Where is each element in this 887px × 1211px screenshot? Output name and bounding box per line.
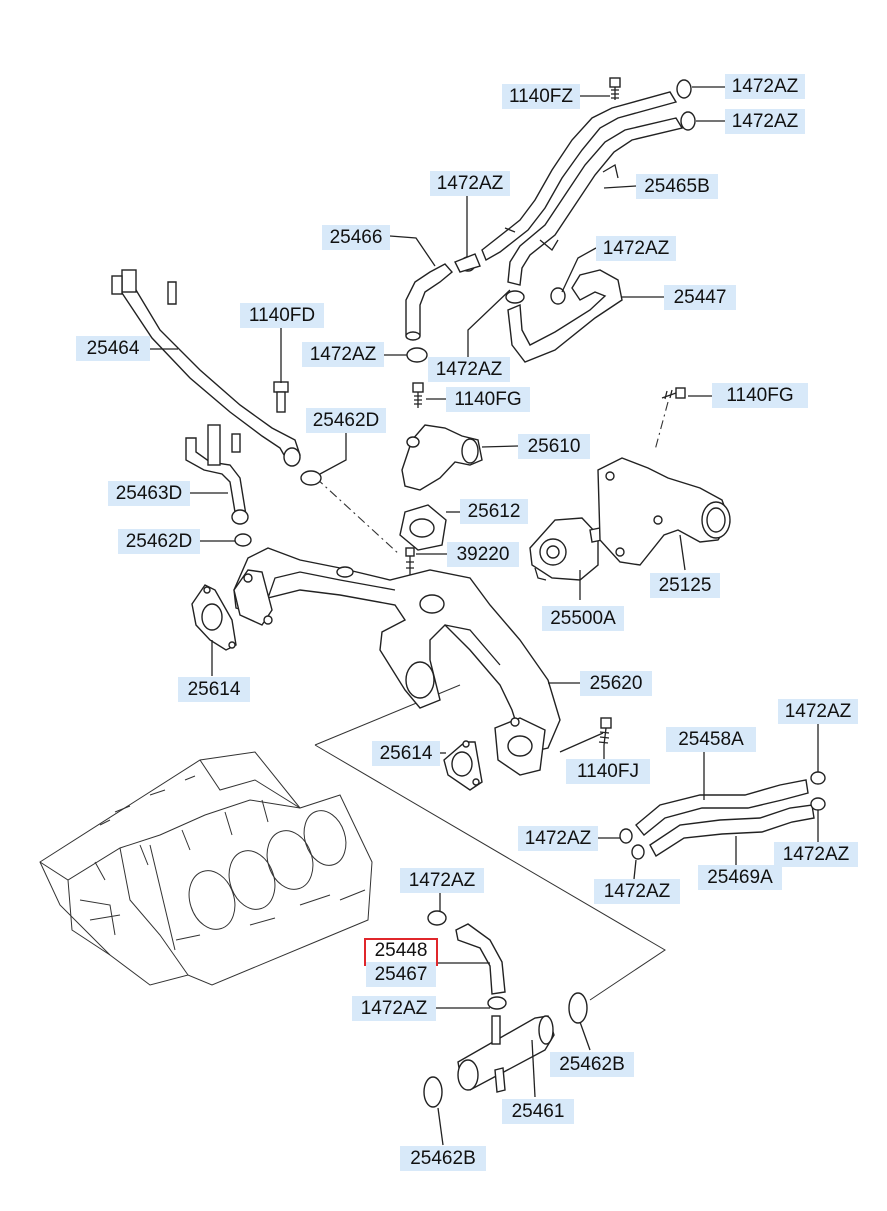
- label-39220[interactable]: 39220: [447, 542, 519, 567]
- leader-lines: [150, 86, 819, 1146]
- label-25469A[interactable]: 25469A: [698, 865, 782, 890]
- hose-25466: [405, 253, 481, 341]
- label-1140FD[interactable]: 1140FD: [240, 303, 324, 328]
- bolt-1140FJ: [598, 717, 612, 746]
- label-25614[interactable]: 25614: [178, 677, 250, 702]
- bolt-1140FG-b: [661, 387, 686, 400]
- label-1140FJ[interactable]: 1140FJ: [566, 759, 650, 784]
- stud-39220: [405, 547, 415, 576]
- housing-25610: [401, 424, 483, 491]
- label-1472AZ[interactable]: 1472AZ: [428, 357, 510, 382]
- hoses-25458A-25469A: [619, 771, 826, 860]
- hose-25447: [505, 269, 623, 363]
- pipe-25461: [457, 1015, 555, 1093]
- oring-25462B-b: [423, 1076, 443, 1108]
- clamp-mid: [406, 347, 428, 363]
- oring-25462B-a: [568, 992, 588, 1024]
- label-1472AZ[interactable]: 1472AZ: [774, 842, 858, 867]
- bolt-1140FZ: [609, 77, 621, 100]
- label-1472AZ[interactable]: 1472AZ: [725, 109, 805, 134]
- fitting-25125: [597, 457, 731, 566]
- engine-block: [39, 751, 373, 986]
- label-25465B[interactable]: 25465B: [636, 174, 718, 199]
- label-1472AZ[interactable]: 1472AZ: [302, 342, 384, 367]
- label-25447[interactable]: 25447: [664, 285, 736, 310]
- pipe-25465B: [481, 91, 684, 286]
- label-25500A[interactable]: 25500A: [542, 606, 624, 631]
- label-25458A[interactable]: 25458A: [666, 727, 756, 752]
- pipe-25464: [111, 269, 301, 467]
- manifold-25620: [233, 547, 561, 776]
- oring-25462D-b: [234, 533, 252, 547]
- bolt-1140FG-a: [412, 382, 424, 408]
- label-1472AZ[interactable]: 1472AZ: [725, 74, 805, 99]
- label-25462B[interactable]: 25462B: [400, 1146, 486, 1171]
- gasket-25612: [399, 504, 447, 551]
- label-25461[interactable]: 25461: [502, 1099, 574, 1124]
- label-25462B[interactable]: 25462B: [550, 1052, 634, 1077]
- label-25466[interactable]: 25466: [322, 225, 390, 250]
- label-25463D[interactable]: 25463D: [108, 481, 190, 506]
- bolt-1140FD: [273, 381, 289, 413]
- label-25614[interactable]: 25614: [372, 741, 440, 766]
- label-1140FZ[interactable]: 1140FZ: [502, 84, 580, 109]
- thermostat-25500A: [529, 517, 603, 581]
- label-25620[interactable]: 25620: [580, 671, 652, 696]
- label-1140FG[interactable]: 1140FG: [446, 387, 530, 412]
- label-1472AZ[interactable]: 1472AZ: [594, 879, 680, 904]
- gasket-25614-b: [443, 740, 483, 791]
- label-1472AZ[interactable]: 1472AZ: [596, 236, 676, 261]
- pipe-25463D: [185, 424, 249, 525]
- label-1472AZ[interactable]: 1472AZ: [352, 996, 436, 1021]
- clamps-top: [676, 79, 696, 131]
- oring-25462D-a: [300, 470, 322, 486]
- label-25610[interactable]: 25610: [518, 434, 590, 459]
- label-25612[interactable]: 25612: [460, 499, 528, 524]
- label-1472AZ[interactable]: 1472AZ: [518, 826, 598, 851]
- label-25125[interactable]: 25125: [650, 573, 720, 598]
- label-25462D[interactable]: 25462D: [306, 408, 386, 433]
- gasket-25614-a: [191, 584, 237, 651]
- hose-25448: [427, 910, 507, 1010]
- label-25448[interactable]: 25448: [374, 940, 428, 961]
- label-1472AZ[interactable]: 1472AZ: [778, 699, 858, 724]
- label-1472AZ[interactable]: 1472AZ: [430, 171, 510, 196]
- label-25467[interactable]: 25467: [366, 962, 436, 987]
- label-1140FG[interactable]: 1140FG: [712, 383, 808, 408]
- label-25462D[interactable]: 25462D: [118, 529, 200, 554]
- label-1472AZ[interactable]: 1472AZ: [400, 868, 484, 893]
- label-25464[interactable]: 25464: [76, 336, 150, 361]
